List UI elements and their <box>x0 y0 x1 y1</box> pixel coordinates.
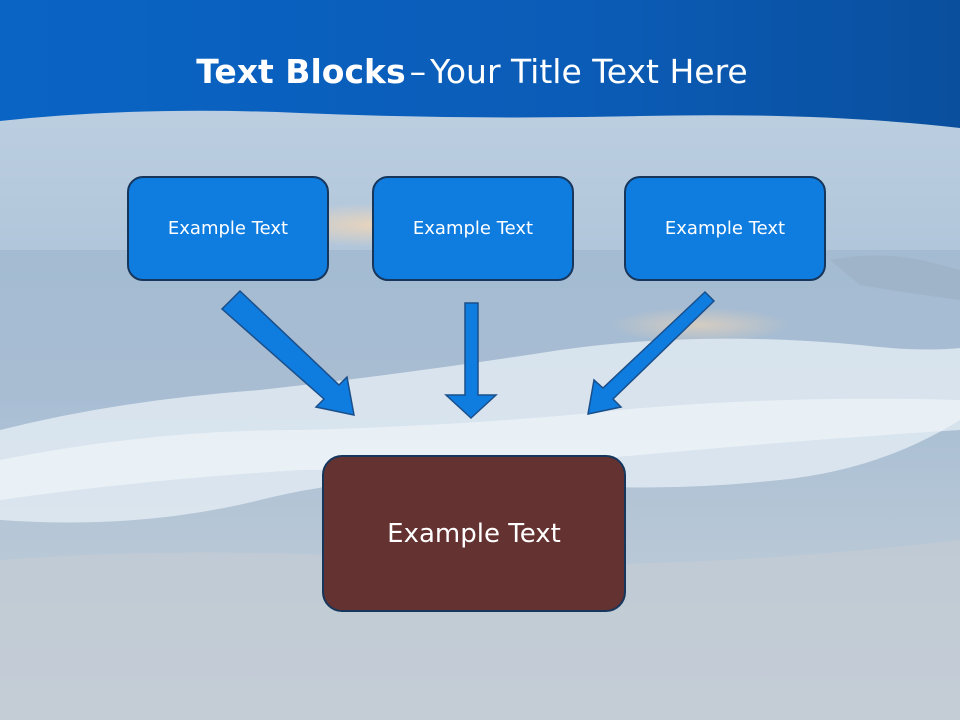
title-rest-part: Your Title Text Here <box>430 52 748 91</box>
text-block-1-label: Example Text <box>167 218 289 239</box>
title-bold-part: Text Blocks <box>196 52 406 91</box>
text-block-2-label: Example Text <box>412 218 534 239</box>
arrow-center-down <box>444 302 498 420</box>
text-block-3-label: Example Text <box>664 218 786 239</box>
title-separator: – <box>409 52 427 91</box>
arrow-right-diagonal <box>587 290 716 415</box>
center-text-block-label: Example Text <box>387 518 561 549</box>
text-block-1: Example Text <box>127 176 329 281</box>
text-block-2: Example Text <box>372 176 574 281</box>
arrow-left-diagonal <box>220 289 355 416</box>
page-title: Text Blocks–Your Title Text Here <box>0 52 944 91</box>
center-text-block: Example Text <box>322 455 626 612</box>
text-block-3: Example Text <box>624 176 826 281</box>
